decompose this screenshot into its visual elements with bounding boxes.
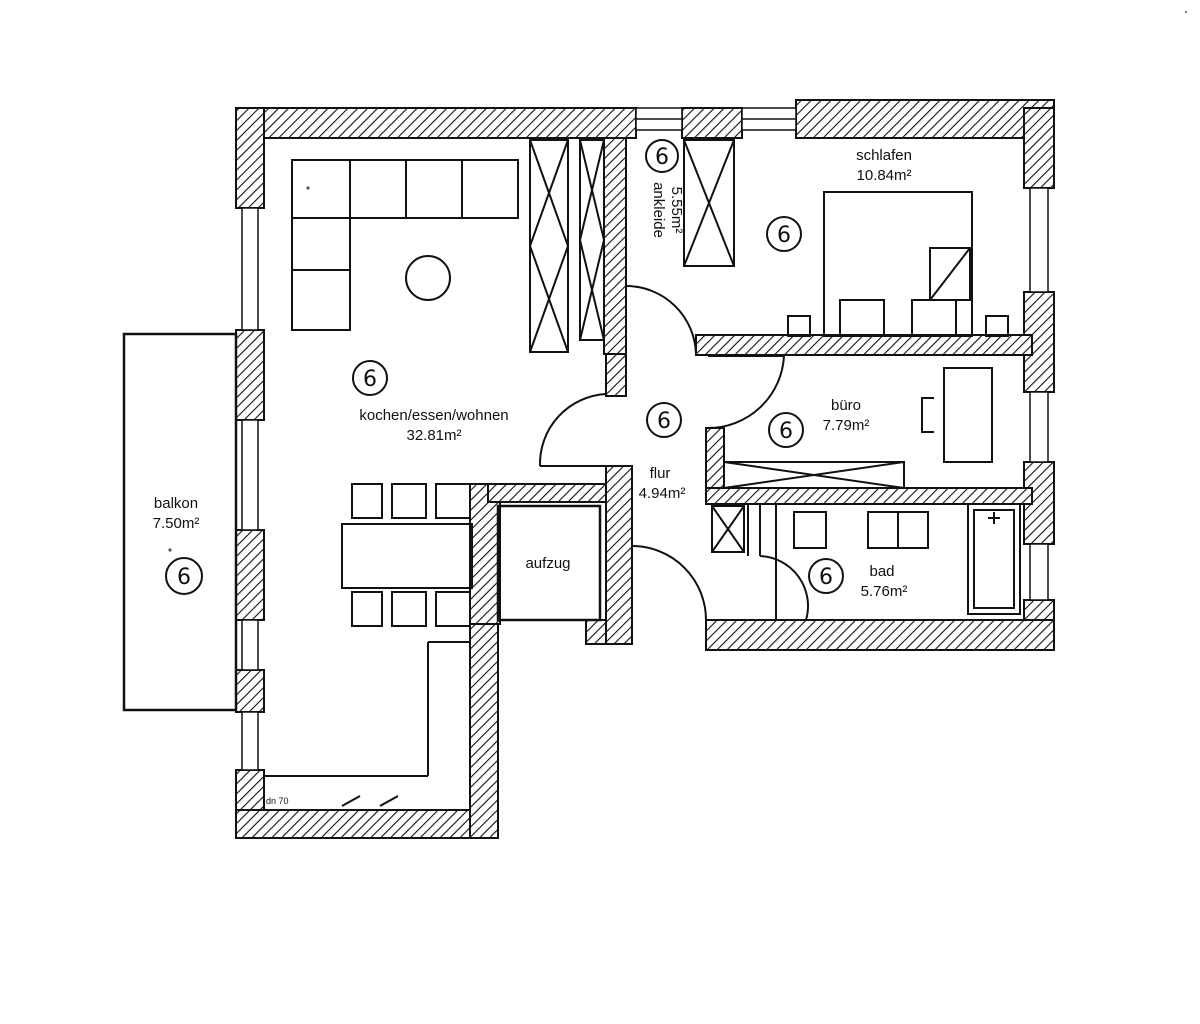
stair-note: dn 70: [266, 796, 289, 806]
bath-area: 5.76m²: [861, 583, 908, 600]
living-room-name: kochen/essen/wohnen: [359, 407, 508, 424]
scan-specks: [168, 11, 1187, 552]
svg-text:6: 6: [655, 145, 669, 170]
balcony-label: balkon 7.50m² 6: [153, 495, 203, 595]
balcony: [122, 332, 238, 712]
bed: [787, 191, 1009, 337]
office-name: büro: [831, 397, 861, 414]
balcony-area: 7.50m²: [153, 515, 200, 532]
living-room-area: 32.81m²: [406, 427, 461, 444]
bath-label: 6 bad 5.76m²: [808, 558, 908, 600]
coffee-table: [405, 255, 451, 301]
desk: [921, 367, 993, 463]
office-area: 7.79m²: [823, 417, 870, 434]
bedroom-area: 10.84m²: [856, 167, 911, 184]
dressing-room-area: 5.55m²: [668, 187, 685, 234]
bath-name: bad: [869, 563, 894, 580]
bedroom-name: schlafen: [856, 147, 912, 164]
windows: [241, 107, 1049, 771]
dining-set: [341, 483, 473, 627]
elevator-label: aufzug: [525, 555, 570, 572]
dressing-room-name: ankleide: [650, 182, 667, 238]
hall-area: 4.94m²: [639, 485, 686, 502]
doors: [538, 285, 809, 621]
dressing-room-label: 6 ankleide 5.55m²: [645, 139, 685, 238]
office-label: büro 7.79m² 6: [768, 397, 870, 448]
balcony-name: balkon: [154, 495, 198, 512]
svg-text:6: 6: [363, 367, 377, 392]
living-room-label: 6 kochen/essen/wohnen 32.81m²: [352, 360, 509, 444]
wardrobes: [529, 139, 905, 553]
elevator-shaft: [496, 504, 602, 622]
svg-text:6: 6: [657, 409, 671, 434]
hall-label: 6 flur 4.94m²: [639, 402, 686, 502]
svg-text:6: 6: [779, 419, 793, 444]
walls: [235, 99, 1055, 839]
kitchen-counter: [264, 641, 470, 807]
svg-text:6: 6: [177, 565, 191, 590]
hall-name: flur: [650, 465, 671, 482]
svg-text:6: 6: [819, 565, 833, 590]
bath-fixtures: [747, 503, 1021, 620]
svg-text:6: 6: [777, 223, 791, 248]
sofa: [291, 159, 519, 331]
bedroom-label: schlafen 10.84m² 6: [766, 147, 912, 252]
